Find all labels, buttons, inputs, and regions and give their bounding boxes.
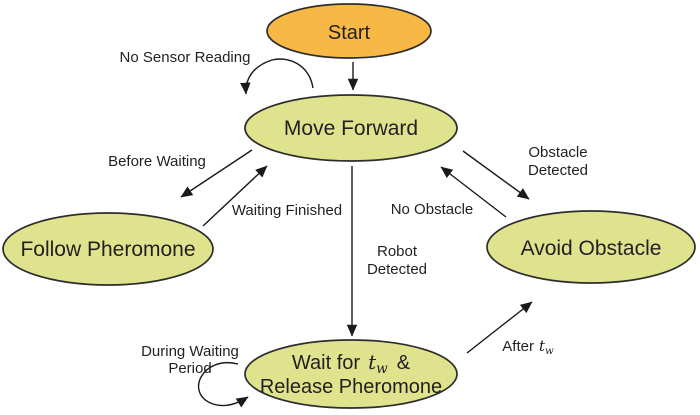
node-move-forward: Move Forward	[244, 94, 458, 162]
edge-follow-pheromone-to-move-forward	[202, 165, 268, 227]
after-tw-prefix: After	[502, 338, 534, 355]
edge-label-no-sensor-reading: No Sensor Reading	[120, 49, 251, 66]
after-tw-var: t	[539, 337, 546, 355]
edge-label-robot-detected-line1: Robot	[377, 243, 418, 260]
node-start-label: Start	[328, 22, 371, 44]
wait-label-var-sub: w	[376, 361, 388, 377]
edge-label-obstacle-detected: Obstacle Detected	[528, 144, 588, 179]
node-start-shape	[266, 3, 432, 59]
node-wait-label-line2: Release Pheromone	[260, 376, 442, 398]
edge-labels: No Sensor Reading Before Waiting Waiting…	[108, 49, 588, 377]
edges	[180, 58, 533, 408]
node-avoid-obstacle-label: Avoid Obstacle	[521, 237, 662, 260]
after-tw-var-sub: w	[545, 346, 554, 357]
edge-wait-self-loop	[197, 361, 249, 408]
edge-label-before-waiting: Before Waiting	[108, 153, 206, 170]
node-follow-pheromone-label: Follow Pheromone	[20, 238, 195, 261]
node-start: Start	[266, 3, 432, 59]
node-follow-pheromone: Follow Pheromone	[2, 212, 214, 286]
node-avoid-obstacle-shape	[486, 210, 696, 284]
node-move-forward-shape	[244, 94, 458, 162]
edge-label-during-waiting: During Waiting Period	[141, 343, 239, 377]
edge-label-waiting-finished: Waiting Finished	[232, 202, 342, 219]
edge-avoid-obstacle-to-move-forward	[440, 166, 507, 218]
edge-label-no-obstacle: No Obstacle	[391, 201, 474, 218]
edge-label-robot-detected: Robot Detected	[367, 243, 427, 278]
node-wait-release-pheromone-shape	[244, 339, 458, 409]
edge-move-forward-to-follow-pheromone	[180, 149, 253, 198]
wait-label-amp: &	[397, 352, 411, 374]
edge-move-forward-to-avoid-obstacle	[462, 150, 530, 200]
node-follow-pheromone-shape	[2, 212, 214, 286]
edge-move-forward-self-loop	[240, 58, 314, 95]
edge-label-obstacle-detected-line2: Detected	[528, 162, 588, 179]
edge-label-robot-detected-line2: Detected	[367, 261, 427, 278]
edge-label-obstacle-detected-line1: Obstacle	[528, 144, 587, 161]
node-move-forward-label: Move Forward	[284, 117, 418, 140]
edge-wait-to-avoid-obstacle	[466, 301, 533, 354]
wait-label-text: Wait for	[292, 352, 360, 374]
node-wait-release-pheromone: Wait for tw& Release Pheromone	[244, 339, 458, 409]
edge-label-during-waiting-line2: Period	[168, 360, 211, 377]
wait-label-var: t	[368, 350, 377, 374]
node-avoid-obstacle: Avoid Obstacle	[486, 210, 696, 284]
node-wait-label-line1: Wait for tw&	[292, 350, 411, 377]
edge-label-during-waiting-line1: During Waiting	[141, 343, 239, 360]
